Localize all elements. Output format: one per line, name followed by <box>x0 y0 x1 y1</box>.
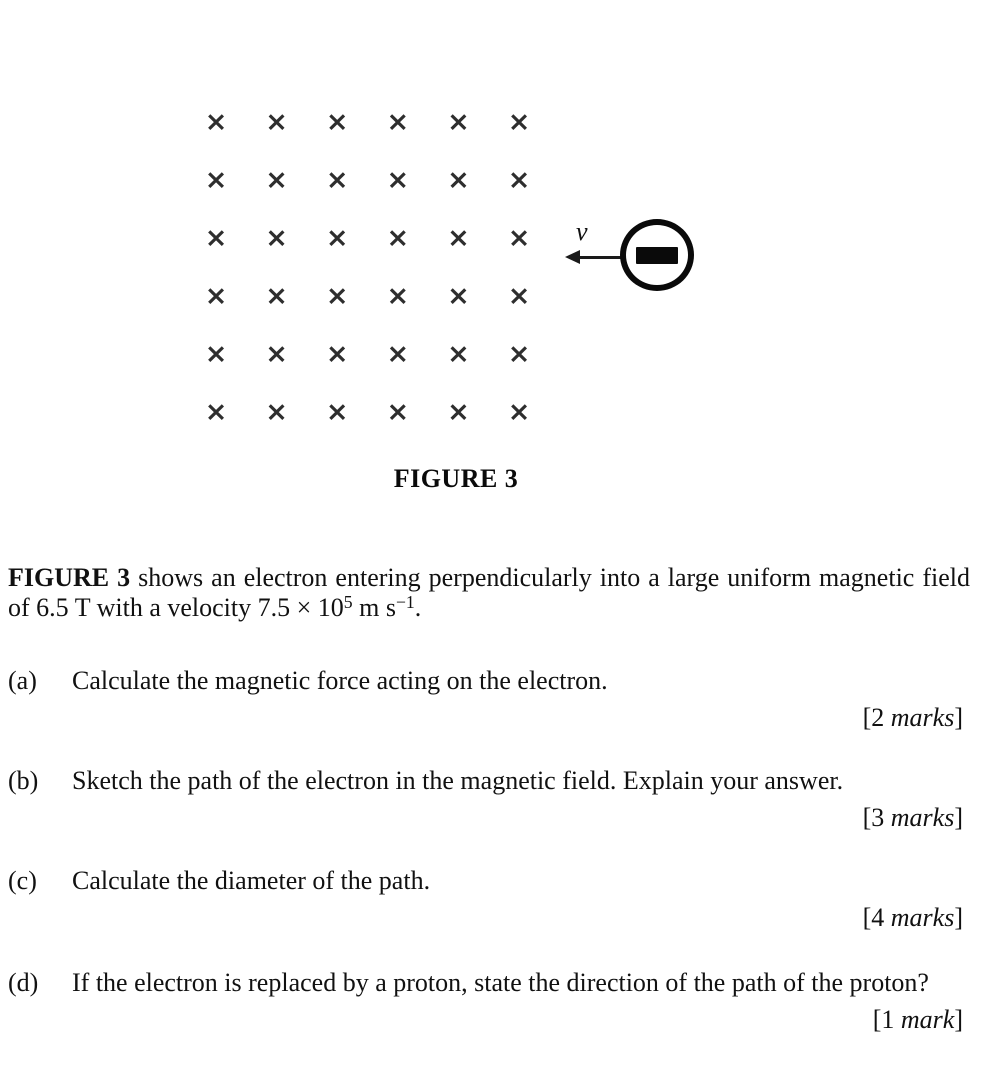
question-b: (b) Sketch the path of the electron in t… <box>8 766 966 833</box>
field-into-page-symbol: × <box>265 338 288 370</box>
field-into-page-symbol: × <box>447 222 470 254</box>
marks-word: marks <box>890 903 955 932</box>
question-b-marks: [3 marks] <box>8 803 966 833</box>
marks-suffix: ] <box>954 703 963 732</box>
question-d-text: If the electron is replaced by a proton,… <box>72 968 929 997</box>
marks-prefix: [1 <box>872 1005 901 1034</box>
field-into-page-symbol: × <box>265 280 288 312</box>
field-into-page-symbol: × <box>204 396 228 428</box>
marks-prefix: [4 <box>862 903 891 932</box>
figure-caption: FIGURE 3 <box>393 464 519 493</box>
field-into-page-symbol: × <box>325 396 349 428</box>
field-into-page-symbol: × <box>265 106 288 138</box>
question-d-line: (d) If the electron is replaced by a pro… <box>8 968 966 998</box>
question-d-label: (d) <box>8 968 39 997</box>
question-a-line: (a) Calculate the magnetic force acting … <box>8 666 966 696</box>
field-into-page-symbol: × <box>204 280 228 312</box>
field-into-page-symbol: × <box>325 280 349 312</box>
field-into-page-symbol: × <box>507 222 531 254</box>
question-c-marks: [4 marks] <box>8 903 966 933</box>
intro-text-c: . <box>414 593 422 622</box>
field-into-page-symbol: × <box>265 222 288 254</box>
field-into-page-symbol: × <box>325 222 349 254</box>
field-into-page-symbol: × <box>386 396 410 428</box>
marks-prefix: [3 <box>862 803 891 832</box>
field-into-page-symbol: × <box>204 338 228 370</box>
inverse-superscript: −1 <box>395 592 415 612</box>
minus-sign-icon <box>636 246 678 264</box>
question-c-line: (c) Calculate the diameter of the path. <box>8 866 966 896</box>
question-d-marks: [1 mark] <box>8 1005 966 1035</box>
field-into-page-symbol: × <box>386 106 410 138</box>
field-into-page-symbol: × <box>386 222 410 254</box>
question-b-line: (b) Sketch the path of the electron in t… <box>8 766 966 796</box>
field-into-page-symbol: × <box>447 396 470 428</box>
question-c-label: (c) <box>8 866 37 895</box>
field-into-page-symbol: × <box>447 164 470 196</box>
field-into-page-symbol: × <box>447 106 470 138</box>
question-a-label: (a) <box>8 666 37 695</box>
velocity-arrow-line <box>578 256 622 259</box>
field-into-page-symbol: × <box>386 338 410 370</box>
field-into-page-symbol: × <box>507 396 531 428</box>
field-into-page-symbol: × <box>507 338 531 370</box>
field-into-page-symbol: × <box>447 280 470 312</box>
figure-3: × × × × × × × × × × × × × × × × × × × × × × × × × × × × × × × × × × × × v F… <box>0 0 996 520</box>
electron-icon <box>620 219 694 291</box>
question-a: (a) Calculate the magnetic force acting … <box>8 666 966 733</box>
field-into-page-symbol: × <box>204 164 228 196</box>
velocity-label: v <box>576 217 588 246</box>
marks-suffix: ] <box>954 903 963 932</box>
field-into-page-symbol: × <box>325 338 349 370</box>
marks-prefix: [2 <box>862 703 891 732</box>
question-a-text: Calculate the magnetic force acting on t… <box>72 666 608 695</box>
marks-suffix: ] <box>954 803 963 832</box>
marks-suffix: ] <box>954 1005 963 1034</box>
field-into-page-symbol: × <box>507 280 531 312</box>
marks-word: marks <box>890 703 955 732</box>
question-b-text: Sketch the path of the electron in the m… <box>72 766 844 795</box>
intro-text-b: m s <box>352 593 396 622</box>
field-into-page-symbol: × <box>325 164 349 196</box>
velocity-arrow-head <box>565 250 580 264</box>
question-c: (c) Calculate the diameter of the path. … <box>8 866 966 933</box>
question-c-text: Calculate the diameter of the path. <box>72 866 431 895</box>
question-a-marks: [2 marks] <box>8 703 966 733</box>
field-into-page-symbol: × <box>204 106 228 138</box>
field-into-page-symbol: × <box>204 222 228 254</box>
intro-text-a: shows an electron entering perpendicular… <box>8 563 970 622</box>
question-b-label: (b) <box>8 766 39 795</box>
field-into-page-symbol: × <box>386 164 410 196</box>
field-into-page-symbol: × <box>325 106 349 138</box>
field-into-page-symbol: × <box>507 106 531 138</box>
field-into-page-symbol: × <box>507 164 531 196</box>
field-into-page-symbol: × <box>265 164 288 196</box>
field-into-page-symbol: × <box>265 396 288 428</box>
question-d: (d) If the electron is replaced by a pro… <box>8 968 966 1035</box>
marks-word: mark <box>900 1005 955 1034</box>
intro-bold-figure-ref: FIGURE 3 <box>8 563 131 592</box>
intro-paragraph: FIGURE 3 shows an electron entering perp… <box>8 563 970 623</box>
exponent-superscript: 5 <box>343 592 353 612</box>
marks-word: marks <box>890 803 955 832</box>
field-into-page-symbol: × <box>447 338 470 370</box>
field-into-page-symbol: × <box>386 280 410 312</box>
